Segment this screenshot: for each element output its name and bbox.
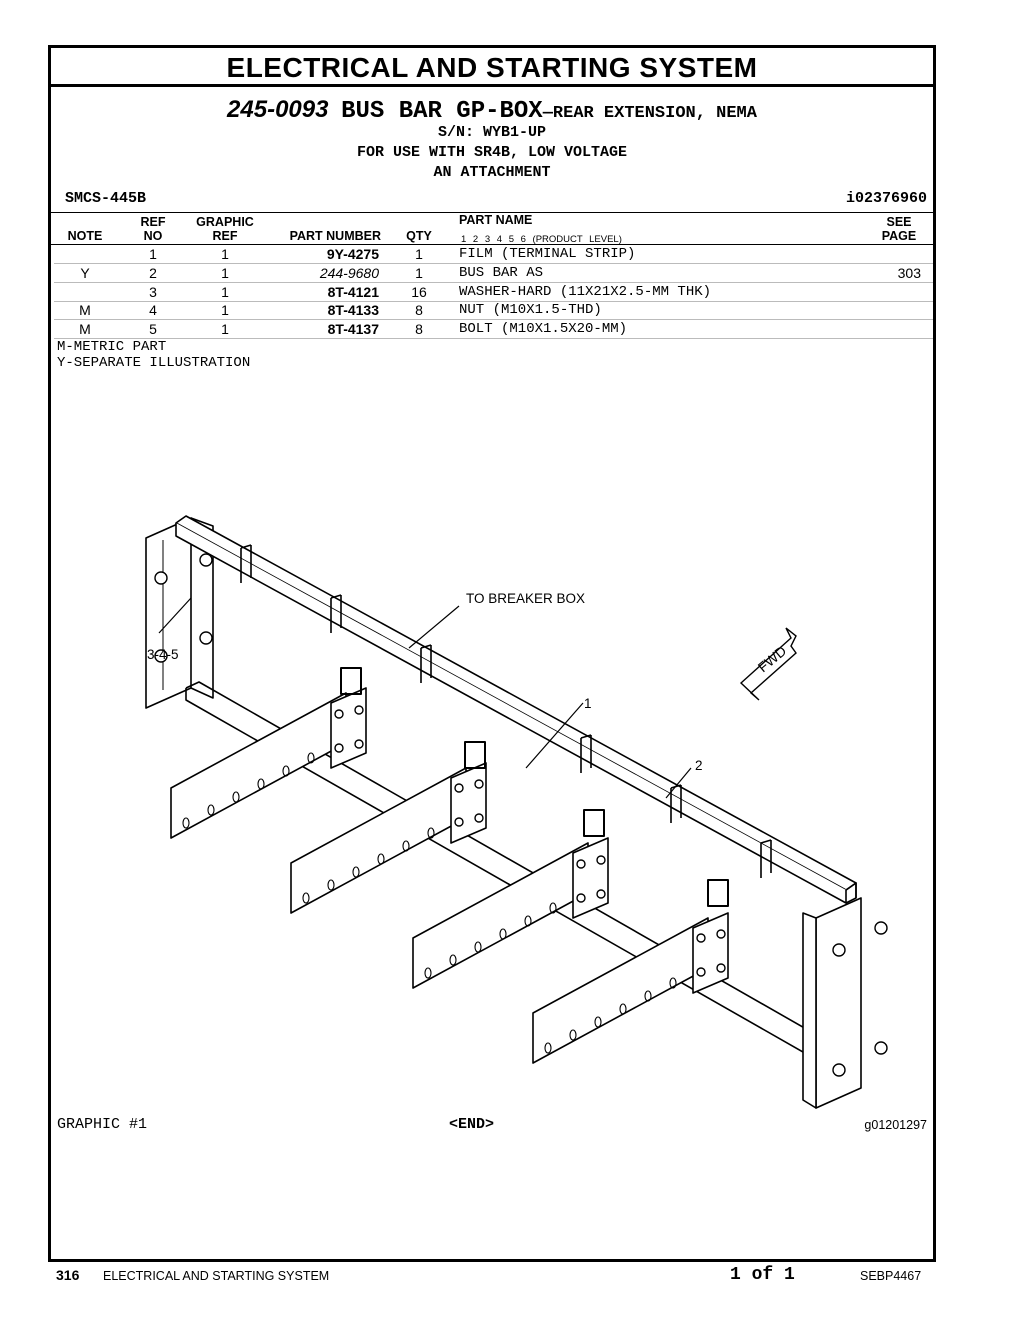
note-separate-illustration: Y-SEPARATE ILLUSTRATION	[57, 355, 251, 371]
row-see-page	[877, 283, 921, 301]
row-part-name: BOLT (M10X1.5X20-MM)	[459, 321, 628, 337]
row-divider	[54, 319, 933, 320]
terminal-film	[340, 667, 362, 695]
fwd-arrow: FWD	[739, 627, 797, 701]
doc-id: SEBP4467	[860, 1269, 922, 1283]
col-see-top: SEE	[886, 215, 912, 229]
row-part-name: BUS BAR AS	[459, 265, 544, 281]
row-qty: 1	[415, 246, 423, 262]
row-ref: 1	[149, 246, 157, 262]
row-qty: 16	[411, 284, 427, 300]
terminal-plate-2	[290, 767, 467, 914]
row-ref: 4	[149, 302, 157, 318]
group-name: BUS BAR GP-BOX	[341, 98, 543, 125]
col-graphic-bottom: REF	[212, 229, 238, 243]
row-graphic-ref: 1	[221, 302, 229, 318]
row-note: Y	[80, 265, 90, 281]
terminal-plate-4	[532, 917, 709, 1064]
callout-1: 1	[584, 696, 592, 711]
main-bus-bar	[175, 515, 857, 891]
table-top-rule	[51, 212, 933, 213]
bus-bar-illustration: FWD TO BREAKER BOX 3-4-5 1 2	[145, 515, 888, 1109]
row-part-name: FILM (TERMINAL STRIP)	[459, 246, 636, 262]
row-ref: 3	[149, 284, 157, 300]
terminal-tab	[580, 734, 592, 773]
graphic-label: GRAPHIC #1	[57, 1116, 148, 1133]
row-note: M	[79, 321, 91, 337]
row-see-page	[877, 320, 921, 338]
col-see-bottom: PAGE	[881, 229, 917, 243]
row-divider	[54, 282, 933, 283]
row-graphic-ref: 1	[221, 321, 229, 337]
page-frame: ELECTRICAL AND STARTING SYSTEM 245-0093 …	[48, 45, 936, 1262]
group-subtitle: —REAR EXTENSION, NEMA	[542, 104, 757, 123]
row-qty: 1	[415, 265, 423, 281]
note-metric: M-METRIC PART	[57, 339, 167, 355]
row-note	[65, 245, 105, 263]
callout-breaker-box: TO BREAKER BOX	[466, 591, 585, 606]
terminal-film	[464, 741, 486, 769]
row-divider	[54, 338, 933, 339]
header-bottom-rule	[51, 244, 933, 245]
serial-number: S/N: WYB1-UP	[437, 124, 547, 141]
row-note	[65, 283, 105, 301]
page-number: 316	[56, 1267, 80, 1283]
terminal-tab	[240, 544, 252, 583]
row-part-number: 9Y-4275	[326, 246, 379, 262]
row-part-number: 244-9680	[319, 265, 379, 281]
smcs-code: SMCS-445B	[65, 190, 147, 207]
row-ref: 5	[149, 321, 157, 337]
footer-section: ELECTRICAL AND STARTING SYSTEM	[103, 1269, 330, 1283]
section-title: ELECTRICAL AND STARTING SYSTEM	[226, 52, 758, 83]
row-part-name: WASHER-HARD (11X21X2.5-MM THK)	[459, 284, 712, 300]
row-part-number: 8T-4133	[327, 302, 379, 318]
row-see-page	[877, 245, 921, 263]
document-id: i02376960	[845, 190, 927, 207]
terminal-tab	[330, 594, 342, 633]
row-qty: 8	[415, 302, 423, 318]
row-ref: 2	[149, 265, 157, 281]
row-see-page	[877, 301, 921, 319]
col-part-number: PART NUMBER	[289, 229, 381, 243]
callout-2: 2	[695, 758, 703, 773]
col-ref-bottom: NO	[143, 229, 163, 243]
group-title: 245-0093 BUS BAR GP-BOX—REAR EXTENSION, …	[51, 96, 933, 125]
row-graphic-ref: 1	[221, 284, 229, 300]
row-divider	[54, 263, 933, 264]
row-see-page: 303	[897, 265, 921, 281]
col-ref-top: REF	[140, 215, 166, 229]
attachment-note: AN ATTACHMENT	[433, 164, 551, 181]
terminal-plate-3	[412, 842, 589, 989]
terminal-film	[707, 879, 729, 907]
terminal-plate-1	[170, 692, 347, 839]
col-part-name: PART NAME	[459, 213, 533, 227]
col-graphic-top: GRAPHIC	[196, 215, 254, 229]
usage-note: FOR USE WITH SR4B, LOW VOLTAGE	[356, 144, 628, 161]
row-part-number: 8T-4121	[327, 284, 379, 300]
group-part-number: 245-0093	[227, 96, 329, 123]
row-graphic-ref: 1	[221, 265, 229, 281]
graphic-id: g01201297	[864, 1118, 927, 1132]
page-of: 1 of 1	[730, 1265, 795, 1285]
col-note: NOTE	[67, 229, 103, 243]
row-part-name: NUT (M10X1.5-THD)	[459, 302, 602, 318]
row-divider	[54, 301, 933, 302]
col-product-level: 1 2 3 4 5 6 (PRODUCT LEVEL)	[461, 234, 622, 245]
row-note: M	[79, 302, 91, 318]
row-graphic-ref: 1	[221, 246, 229, 262]
section-title-bar: ELECTRICAL AND STARTING SYSTEM	[51, 48, 933, 87]
row-part-number: 8T-4137	[327, 321, 379, 337]
row-qty: 8	[415, 321, 423, 337]
terminal-tab	[420, 644, 432, 683]
col-qty: QTY	[406, 229, 432, 243]
callout-3-4-5: 3-4-5	[147, 647, 179, 662]
left-end-bracket	[145, 517, 192, 709]
end-label: <END>	[449, 1116, 495, 1133]
terminal-film	[583, 809, 605, 837]
terminal-tab	[760, 839, 772, 878]
